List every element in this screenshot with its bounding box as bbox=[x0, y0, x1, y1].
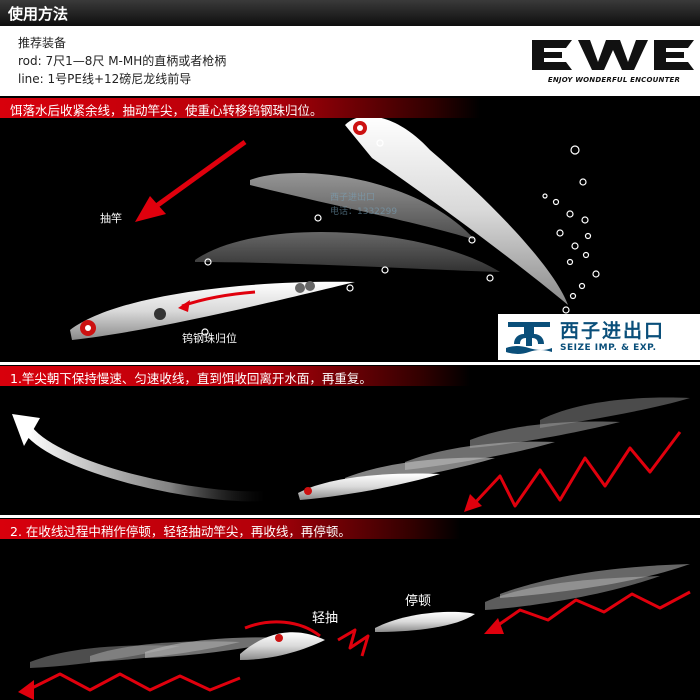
lure-trail-1 bbox=[298, 397, 690, 500]
seize-emblem-icon bbox=[506, 322, 552, 354]
arrow-left-icon bbox=[484, 618, 504, 634]
bubbles bbox=[542, 145, 600, 300]
step2-text: 2. 在收线过程中稍作停顿，轻轻抽动竿尖，再收线，再停顿。 bbox=[10, 524, 351, 539]
equipment-heading: 推荐装备 bbox=[18, 36, 67, 50]
seize-cn: 西子进出口 bbox=[560, 320, 666, 342]
pause-label: 停顿 bbox=[405, 594, 432, 609]
step1-text: 1.竿尖朝下保持慢速、匀速收线，直到饵收回离开水面，再重复。 bbox=[10, 371, 372, 386]
swoosh-trail bbox=[24, 426, 266, 502]
ghost-lure bbox=[195, 173, 500, 272]
twitch-label: 轻抽 bbox=[312, 611, 339, 626]
brand-tagline: ENJOY WONDERFUL ENCOUNTER bbox=[547, 76, 681, 84]
divider-2 bbox=[0, 515, 700, 518]
lure-trail-2 bbox=[30, 564, 690, 668]
equipment-panel: 推荐装备 rod: 7尺1—8尺 M-MH的直柄或者枪柄 line: 1号PE线… bbox=[0, 26, 700, 96]
ewe-logo bbox=[532, 40, 694, 70]
lure-front bbox=[70, 281, 355, 340]
arrow-left-icon bbox=[18, 680, 34, 700]
retrieve-path-2 bbox=[27, 672, 241, 692]
step2-banner: 2. 在收线过程中稍作停顿，轻轻抽动竿尖，再收线，再停顿。 bbox=[0, 519, 460, 539]
step0-banner: 饵落水后收紧余线，抽动竿尖，使重心转移钨钢珠归位。 bbox=[0, 98, 480, 118]
balls-label: 钨钢珠归位 bbox=[182, 332, 237, 345]
seize-logo: 西子进出口 SEIZE IMP. & EXP. bbox=[498, 314, 700, 360]
lure-diving bbox=[345, 116, 568, 306]
page-title: 使用方法 bbox=[8, 5, 69, 23]
twitch-zigzag bbox=[337, 628, 370, 657]
hooks bbox=[201, 214, 570, 336]
line-spec: line: 1号PE线+12磅尼龙线前导 bbox=[18, 72, 192, 86]
arrow-down-left-icon bbox=[135, 139, 247, 222]
retrieve-path bbox=[470, 431, 682, 508]
divider-1 bbox=[0, 362, 700, 365]
step0-text: 饵落水后收紧余线，抽动竿尖，使重心转移钨钢珠归位。 bbox=[10, 103, 323, 118]
seize-en: SEIZE IMP. & EXP. bbox=[560, 343, 657, 353]
watermark-line1: 西子进出口 bbox=[330, 193, 376, 203]
header-bar: 使用方法 bbox=[0, 0, 700, 26]
watermark-line2: 电话：1332299 bbox=[330, 207, 398, 217]
arrow-up-icon bbox=[12, 414, 40, 446]
retrieve-path-3 bbox=[493, 590, 691, 630]
rod-spec: rod: 7尺1—8尺 M-MH的直柄或者枪柄 bbox=[18, 54, 227, 68]
rod-label: 抽竿 bbox=[100, 212, 122, 225]
step1-banner: 1.竿尖朝下保持慢速、匀速收线，直到饵收回离开水面，再重复。 bbox=[0, 366, 470, 386]
arrow-left-icon bbox=[464, 494, 482, 512]
